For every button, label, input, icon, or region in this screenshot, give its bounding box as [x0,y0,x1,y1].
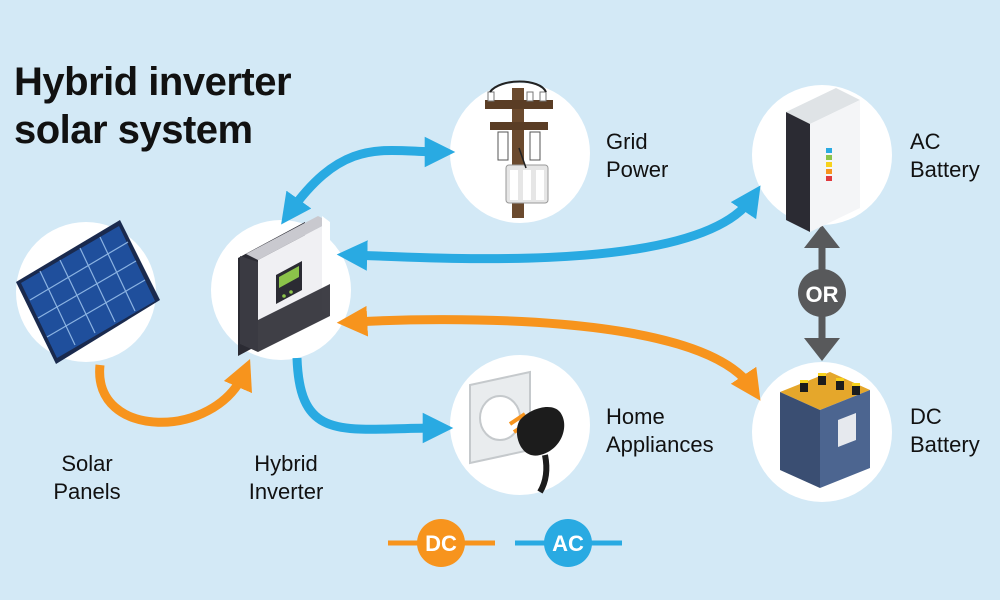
flow-arrows [95,136,761,444]
title-line-1: Hybrid inverter [14,60,292,104]
label-solar-panels: Solar Panels [40,450,134,506]
or-connector: OR [798,225,846,361]
label-hybrid-inverter-line-2: Inverter [248,479,324,504]
label-home-appliances-line-1: Home [606,404,665,429]
label-hybrid-inverter: Hybrid Inverter [236,450,336,506]
label-grid-power-line-1: Grid [606,129,648,154]
legend-ac-label: AC [552,531,584,556]
legend-dc-marker [417,519,465,567]
inverter-icon [238,216,330,356]
label-grid-power-line-2: Power [606,157,669,182]
ac-battery-icon [786,88,860,232]
ac-arrow-inverter-to-grid [281,136,456,225]
label-ac-battery-line-1: AC [910,129,941,154]
label-home-appliances-line-2: Appliances [606,432,714,457]
label-solar-panels-line-2: Panels [53,479,121,504]
dc-arrow-inverter-to-dc-battery [336,305,761,401]
legend: DC AC [388,519,622,567]
dc-arrow-solar-to-inverter [95,358,252,427]
legend-dc-label: DC [425,531,457,556]
label-dc-battery: DC Battery [910,403,980,459]
dc-battery-icon [780,372,870,488]
page-title: Hybrid inverter solar system [14,58,292,154]
plug-socket-icon [469,370,565,494]
grid-pole-icon [485,80,553,218]
label-home-appliances: Home Appliances [606,403,714,459]
label-ac-battery-line-2: Battery [910,157,980,182]
legend-ac-marker [544,519,592,567]
label-solar-panels-line-1: Solar [61,451,113,476]
label-ac-battery: AC Battery [910,128,980,184]
label-dc-battery-line-2: Battery [910,432,980,457]
label-dc-battery-line-1: DC [910,404,942,429]
ac-arrow-inverter-to-ac-battery [336,185,761,271]
ac-arrow-inverter-to-home [292,357,454,444]
title-line-2: solar system [14,108,253,152]
solar-panel-icon [16,220,160,364]
or-label: OR [806,282,839,307]
label-hybrid-inverter-line-1: Hybrid [254,451,318,476]
label-grid-power: Grid Power [606,128,668,184]
